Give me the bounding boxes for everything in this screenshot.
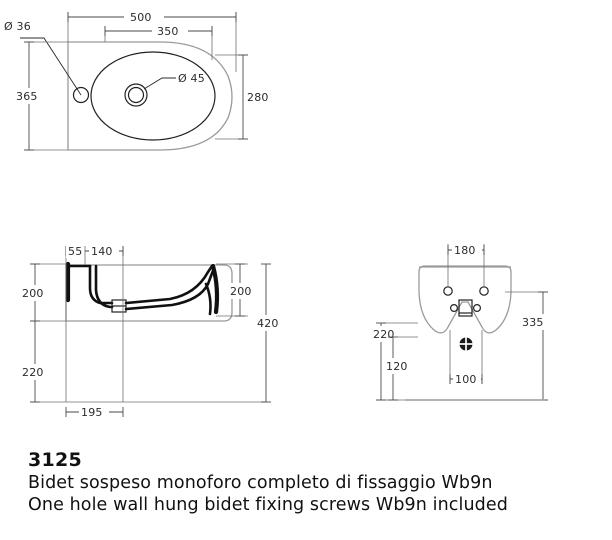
description-italian: Bidet sospeso monoforo completo di fissa… bbox=[28, 473, 493, 493]
front-view-group: 180 335 220 120 bbox=[371, 242, 552, 401]
side-view-bowl-left-wall-outer bbox=[94, 264, 114, 309]
waste-hole-inner-circle bbox=[127, 86, 145, 104]
side-dim-140-label: 140 bbox=[91, 245, 113, 258]
top-dim-365-label: 365 bbox=[16, 90, 38, 103]
top-view-bowl-oval bbox=[90, 51, 216, 141]
front-dim-100-label-bg bbox=[453, 371, 481, 387]
side-dim-55-label-bg bbox=[66, 243, 88, 258]
side-dim-140-label-bg bbox=[89, 243, 119, 258]
top-dim-280-label: 280 bbox=[247, 91, 269, 104]
side-dim-200-right-label: 200 bbox=[230, 285, 252, 298]
front-view-fixing-hole-left bbox=[443, 286, 453, 296]
diameter-36-label: Ø 36 bbox=[4, 20, 31, 33]
side-view-bowl-floor bbox=[124, 264, 214, 305]
side-dim-420-label: 420 bbox=[257, 317, 279, 330]
top-view-group: Ø 36 Ø 45 500 350 bbox=[4, 9, 277, 151]
top-dim-500-label: 500 bbox=[130, 11, 152, 24]
front-dim-220-label: 220 bbox=[373, 328, 395, 341]
side-view-body-outline bbox=[65, 264, 233, 322]
side-view-bowl-left-wall bbox=[88, 264, 114, 305]
top-dim-350-label: 350 bbox=[157, 25, 179, 38]
side-dim-200-left-label: 200 bbox=[22, 287, 44, 300]
top-dim-500-label-bg bbox=[124, 9, 164, 25]
top-dim-280-label-bg bbox=[245, 89, 277, 105]
side-dim-55-label: 55 bbox=[68, 245, 82, 258]
front-view-small-hole-right bbox=[473, 304, 482, 313]
description-english: One hole wall hung bidet fixing screws W… bbox=[28, 495, 508, 515]
front-dim-180-label-bg bbox=[452, 242, 482, 258]
side-dim-195-label-bg bbox=[79, 404, 109, 420]
diameter-45-leader-line bbox=[143, 77, 176, 90]
side-view-front-lip-inner bbox=[204, 282, 212, 316]
front-dim-180-label: 180 bbox=[454, 244, 476, 257]
side-view-bowl-floor-lower bbox=[124, 266, 216, 311]
side-view-front-lip bbox=[210, 263, 220, 315]
front-dim-335-label: 335 bbox=[522, 316, 544, 329]
side-view-group: 200 220 55 140 bbox=[20, 243, 287, 420]
front-dim-335-label-bg bbox=[520, 314, 552, 330]
caption-block: 3125 Bidet sospeso monoforo completo di … bbox=[28, 448, 588, 516]
front-view-small-hole-left bbox=[450, 304, 459, 313]
diameter-45-label: Ø 45 bbox=[178, 72, 205, 85]
front-dim-100-label: 100 bbox=[455, 373, 477, 386]
front-dim-220-label-bg bbox=[371, 326, 403, 342]
product-code: 3125 bbox=[28, 449, 83, 471]
front-view-fixing-hole-right bbox=[479, 286, 489, 296]
diameter-36-leader-line bbox=[20, 37, 82, 96]
top-dim-350-label-bg bbox=[152, 23, 188, 39]
side-dim-200-left-label-bg bbox=[20, 285, 52, 301]
side-dim-420-label-bg bbox=[255, 315, 287, 331]
top-dim-365-label-bg bbox=[14, 88, 46, 104]
front-dim-120-label-bg bbox=[384, 358, 416, 374]
front-view-body-outline bbox=[418, 265, 512, 334]
side-dim-195-label: 195 bbox=[81, 406, 103, 419]
side-dim-200-right-label-bg bbox=[228, 283, 260, 299]
top-view-body-outline bbox=[67, 41, 233, 151]
front-dim-120-label: 120 bbox=[386, 360, 408, 373]
side-dim-220-label: 220 bbox=[22, 366, 44, 379]
side-dim-220-label-bg bbox=[20, 364, 52, 380]
front-view-drain-block bbox=[458, 299, 473, 317]
